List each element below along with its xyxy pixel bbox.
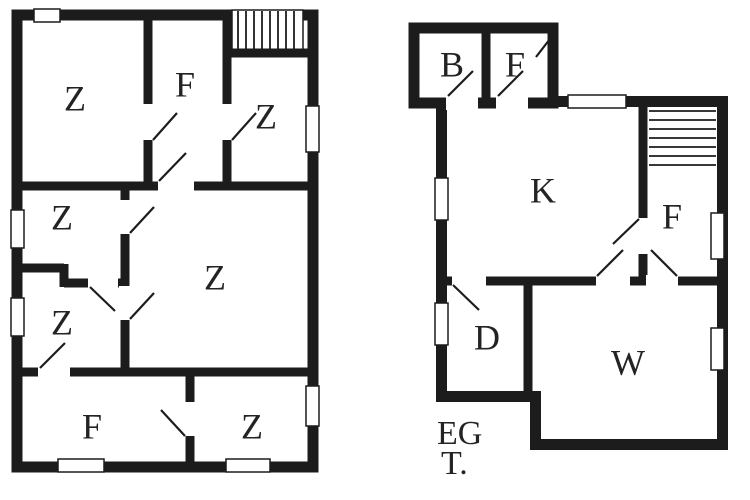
room-label-f2: F	[82, 406, 102, 446]
door-leaf-icon	[158, 152, 187, 182]
door-opening	[452, 275, 486, 287]
window-icon	[710, 212, 725, 260]
left-building: Z F Z Z Z Z F Z	[10, 8, 320, 473]
floor-caption-line2: T.	[441, 445, 468, 482]
window-icon	[710, 327, 725, 371]
window-icon	[57, 458, 105, 473]
door-leaf-icon	[231, 112, 257, 141]
door-opening	[496, 94, 528, 110]
door-leaf-icon	[89, 286, 116, 312]
stairs-icon	[231, 9, 304, 51]
door-leaf-icon	[650, 249, 678, 277]
door-opening	[184, 402, 196, 436]
stairs-icon	[649, 110, 716, 166]
door-opening	[142, 104, 154, 140]
door-opening	[119, 286, 131, 320]
room-label-z1: Z	[64, 78, 86, 118]
door-leaf-icon	[535, 34, 554, 58]
door-leaf-icon	[497, 70, 524, 97]
door-leaf-icon	[129, 206, 155, 234]
door-leaf-icon	[596, 249, 624, 277]
room-label-f1: F	[175, 64, 195, 104]
stair-well	[231, 9, 304, 51]
door-opening	[38, 366, 70, 378]
door-opening	[221, 104, 233, 140]
window-icon	[225, 458, 271, 473]
room-label-z5: Z	[51, 302, 73, 342]
window-icon	[10, 209, 25, 249]
door-leaf-icon	[152, 112, 178, 141]
window-icon	[434, 177, 449, 221]
door-opening	[119, 200, 131, 234]
room-label-b: B	[440, 44, 464, 84]
window-icon	[567, 94, 627, 109]
room-label-ft: F	[505, 44, 525, 84]
room-label-d: D	[474, 317, 500, 357]
window-icon	[305, 105, 320, 153]
floor-caption-line1: EG	[437, 415, 482, 452]
door-leaf-icon	[39, 342, 66, 369]
left-outer-wall	[11, 9, 319, 473]
door-opening	[596, 275, 630, 287]
door-leaf-icon	[160, 409, 186, 437]
window-icon	[305, 385, 320, 427]
window-icon	[10, 297, 25, 337]
right-outer-wall	[436, 96, 728, 450]
right-building: B F K F D W EG T.	[408, 22, 728, 482]
room-label-z4: Z	[204, 257, 226, 297]
window-icon	[33, 8, 61, 23]
door-leaf-icon	[129, 292, 155, 320]
door-opening	[646, 275, 678, 287]
door-leaf-icon	[447, 70, 474, 97]
door-leaf-icon	[452, 284, 480, 311]
room-label-w: W	[611, 342, 645, 382]
room-label-z2: Z	[255, 96, 277, 136]
room-label-k: K	[530, 170, 556, 210]
door-opening	[158, 180, 194, 192]
door-opening	[446, 94, 478, 110]
room-label-z3: Z	[51, 197, 73, 237]
door-opening	[88, 277, 118, 289]
door-leaf-icon	[612, 218, 640, 245]
room-label-z6: Z	[241, 406, 263, 446]
door-opening	[637, 218, 649, 254]
room-label-fr: F	[662, 196, 682, 236]
window-icon	[434, 302, 449, 346]
